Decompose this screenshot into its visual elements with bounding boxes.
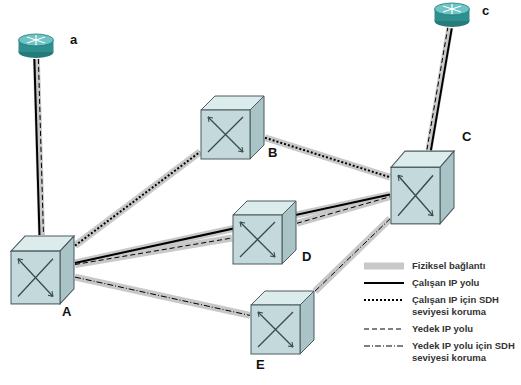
physical-link: [315, 219, 390, 291]
working-ip-path: [431, 28, 452, 150]
node-label: C: [462, 130, 471, 144]
sdh-protection-backup: [315, 219, 390, 291]
legend-sample: [362, 277, 406, 289]
crossconnect-icon: [10, 235, 75, 305]
legend-text: Yedek IP yolu için SDH seviyesi koruma: [412, 340, 516, 364]
sdh-crossconnect: C: [390, 150, 455, 225]
sdh-protection-working: [75, 152, 200, 246]
physical-link: [75, 238, 232, 265]
physical-link: [75, 152, 200, 246]
node-label: a: [70, 33, 77, 47]
node-label: B: [268, 146, 277, 160]
backup-ip-path: [75, 238, 232, 265]
node-label: c: [482, 4, 489, 18]
backup-ip-path: [38, 59, 43, 235]
legend-sample: [362, 323, 406, 335]
legend-row: Çalışan IP yolu: [362, 277, 516, 289]
physical-link: [297, 197, 390, 223]
legend-sample: [362, 294, 406, 306]
sdh-crossconnect: E: [250, 290, 315, 355]
physical-link: [429, 28, 450, 150]
sdh-crossconnect: D: [232, 200, 297, 265]
legend-text: Çalışan IP için SDH seviyesi koruma: [412, 294, 516, 318]
crossconnect-icon: [232, 200, 297, 265]
legend-row: Fiziksel bağlantı: [362, 260, 516, 272]
node-label: D: [302, 250, 311, 264]
crossconnect-icon: [250, 290, 315, 355]
ip-router: c: [434, 2, 470, 28]
ip-router: a: [18, 33, 54, 59]
physical-link: [75, 277, 250, 315]
node-label: A: [62, 305, 71, 319]
legend-sample: [362, 260, 406, 272]
crossconnect-icon: [200, 95, 265, 160]
sdh-protection-backup: [75, 277, 250, 315]
router-icon: [434, 2, 470, 28]
node-label: E: [256, 358, 265, 372]
backup-ip-path: [427, 28, 448, 150]
legend-text: Fiziksel bağlantı: [412, 260, 516, 272]
legend: Fiziksel bağlantıÇalışan IP yoluÇalışan …: [362, 260, 516, 369]
crossconnect-icon: [390, 150, 455, 225]
legend-text: Yedek IP yolu: [412, 323, 516, 335]
physical-link: [265, 138, 390, 177]
backup-ip-path: [297, 197, 390, 223]
sdh-crossconnect: A: [10, 235, 75, 305]
legend-row: Çalışan IP için SDH seviyesi koruma: [362, 294, 516, 318]
legend-sample: [362, 340, 406, 352]
legend-row: Yedek IP yolu: [362, 323, 516, 335]
sdh-protection-working: [265, 138, 390, 177]
router-icon: [18, 33, 54, 59]
legend-text: Çalışan IP yolu: [412, 277, 516, 289]
sdh-crossconnect: B: [200, 95, 265, 160]
legend-row: Yedek IP yolu için SDH seviyesi koruma: [362, 340, 516, 364]
